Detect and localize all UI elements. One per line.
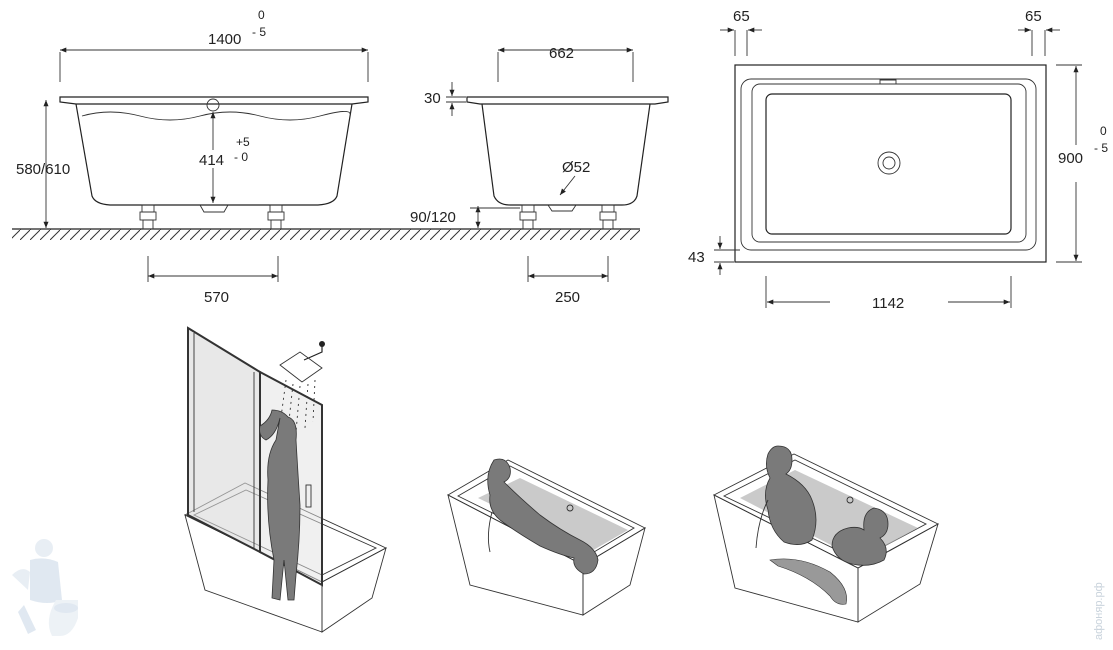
top-width-label: 900 (1058, 150, 1083, 167)
top-inner-length-label: 1142 (872, 295, 904, 312)
side-rim-label: 30 (424, 90, 441, 107)
front-width-tol-upper: 0 (258, 8, 265, 22)
side-leg-left (519, 204, 537, 230)
person-standing (259, 409, 301, 601)
drain-outer (877, 151, 901, 175)
front-depth-label: 414 (199, 152, 224, 169)
front-leg-left (139, 204, 157, 230)
front-depth-tol-upper: +5 (236, 135, 250, 149)
top-width-tol-lower: - 5 (1094, 141, 1108, 155)
front-leg-right (267, 204, 285, 230)
top-rim-left-label: 65 (733, 8, 750, 25)
side-leg-height-label: 90/120 (410, 209, 456, 226)
shower-bath-illustration (184, 326, 388, 633)
person-reclining (487, 458, 599, 575)
front-width-tol-lower: - 5 (252, 25, 266, 39)
side-width-label: 662 (549, 45, 574, 62)
top-width-tol-upper: 0 (1100, 124, 1107, 138)
floor-line (12, 228, 640, 240)
single-bather-illustration (447, 458, 646, 616)
watermark-text: афоняр.рф (1093, 582, 1105, 640)
top-view: 65 65 900 0 - 5 43 1142 (688, 8, 1108, 312)
person-two (831, 507, 889, 566)
front-height-label: 580/610 (16, 161, 70, 178)
top-rim-right-label: 65 (1025, 8, 1042, 25)
side-leg-spacing-label: 250 (555, 289, 580, 306)
plumber-logo (12, 539, 78, 636)
front-leg-spacing-label: 570 (204, 289, 229, 306)
side-view: 662 30 Ø52 90/120 250 (410, 45, 669, 306)
side-drain-label: Ø52 (562, 159, 590, 176)
top-rim-bottom-label: 43 (688, 249, 705, 266)
person-one (765, 445, 817, 545)
drain-inner (882, 156, 896, 170)
side-leg-right (599, 204, 617, 230)
front-view: 1400 0 - 5 580/610 414 +5 - 0 570 (16, 8, 369, 306)
front-depth-tol-lower: - 0 (234, 150, 248, 164)
double-bather-illustration (713, 445, 939, 623)
front-width-label: 1400 (208, 31, 241, 48)
